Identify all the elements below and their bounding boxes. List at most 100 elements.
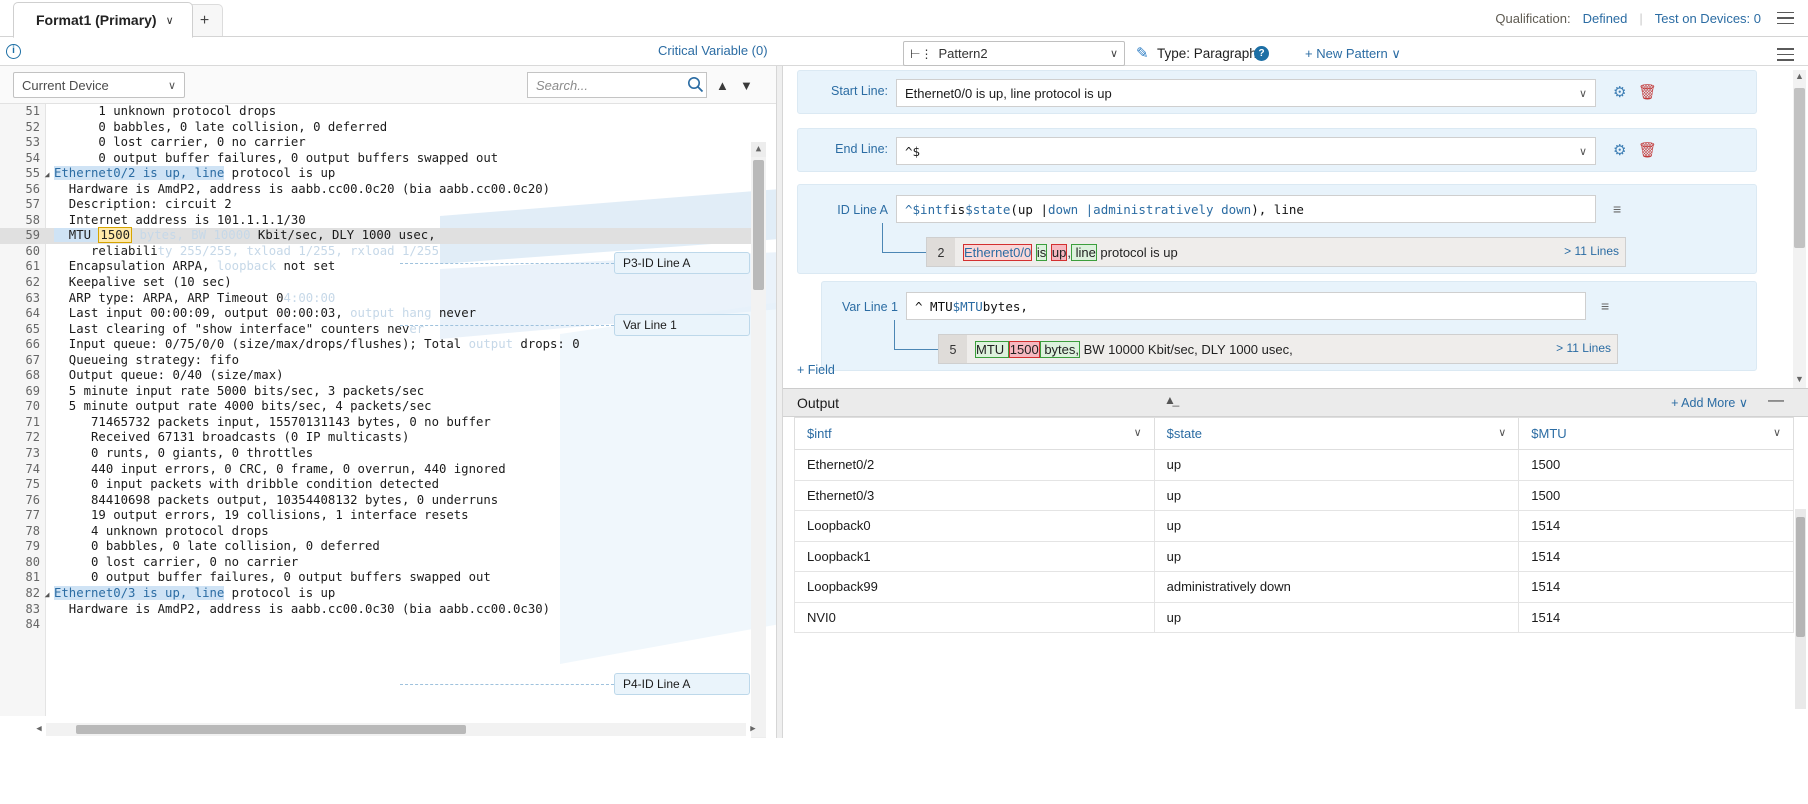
code-vertical-scrollbar[interactable]: ▲ ▼ (751, 142, 766, 738)
code-line[interactable]: 76 84410698 packets output, 10354408132 … (0, 493, 752, 509)
chevron-down-icon[interactable]: ∨ (1772, 427, 1781, 439)
code-line[interactable]: 81 0 output buffer failures, 0 output bu… (0, 570, 752, 586)
id-line-a-regex-input[interactable]: ^$intf is $state(up |down |administrativ… (896, 195, 1596, 223)
code-line[interactable]: 57 Description: circuit 2 (0, 197, 752, 213)
column-header-mtu[interactable]: $MTU ∨ (1518, 417, 1794, 450)
code-line[interactable]: 79 0 babbles, 0 late collision, 0 deferr… (0, 539, 752, 555)
chevron-down-icon[interactable]: ∨ (1578, 87, 1587, 100)
callout-chip-var-line-1[interactable]: Var Line 1 (614, 314, 750, 336)
pattern-vertical-scrollbar[interactable]: ▲ ▼ (1793, 70, 1806, 388)
end-line-input[interactable]: ^$ ∨ (896, 137, 1596, 165)
code-line[interactable]: 53 0 lost carrier, 0 no carrier (0, 135, 752, 151)
code-line[interactable]: 58 Internet address is 101.1.1.1/30 (0, 213, 752, 229)
cell-state[interactable]: administratively down (1153, 571, 1520, 603)
id-line-a-match-row[interactable]: 2 Ethernet0/0 is up, line protocol is up… (926, 237, 1626, 267)
code-line[interactable]: 52 0 babbles, 0 late collision, 0 deferr… (0, 120, 752, 136)
cell-intf[interactable]: Ethernet0/2 (794, 449, 1155, 481)
search-prev-button[interactable]: ▲ (716, 78, 729, 93)
pattern-select[interactable]: ⊢⋮ Pattern2 ∨ (903, 41, 1125, 66)
cell-intf[interactable]: Loopback99 (794, 571, 1155, 603)
cell-state[interactable]: up (1153, 479, 1520, 511)
code-line[interactable]: 69 5 minute input rate 5000 bits/sec, 3 … (0, 384, 752, 400)
code-line[interactable]: 83 Hardware is AmdP2, address is aabb.cc… (0, 602, 752, 618)
callout-chip-p4-id-line-a[interactable]: P4-ID Line A (614, 673, 750, 695)
code-line[interactable]: 73 0 runts, 0 giants, 0 throttles (0, 446, 752, 462)
cell-mtu[interactable]: 1514 (1518, 571, 1794, 603)
code-line[interactable]: 62 Keepalive set (10 sec) (0, 275, 752, 291)
var-line-1-match-row[interactable]: 5 MTU 1500 bytes, BW 10000 Kbit/sec, DLY… (938, 334, 1618, 364)
code-line[interactable]: 54 0 output buffer failures, 0 output bu… (0, 151, 752, 167)
trash-icon[interactable]: 🗑 (1638, 142, 1658, 159)
scroll-thumb[interactable] (1794, 88, 1805, 248)
pencil-icon[interactable]: ✎ (1136, 45, 1149, 62)
code-line[interactable]: 71 71465732 packets input, 15570131143 b… (0, 415, 752, 431)
code-line[interactable]: 64 Last input 00:00:09, output 00:00:03,… (0, 306, 752, 322)
callout-chip-p3-id-line-a[interactable]: P3-ID Line A (614, 252, 750, 274)
scroll-down-arrow[interactable]: ▼ (1795, 374, 1804, 384)
code-line[interactable]: 56 Hardware is AmdP2, address is aabb.cc… (0, 182, 752, 198)
code-horizontal-scrollbar[interactable] (46, 723, 746, 736)
code-line[interactable]: 80 0 lost carrier, 0 no carrier (0, 555, 752, 571)
cell-mtu[interactable]: 1514 (1518, 601, 1794, 633)
code-line[interactable]: 74 440 input errors, 0 CRC, 0 frame, 0 o… (0, 462, 752, 478)
code-line[interactable]: 65 Last clearing of "show interface" cou… (0, 322, 752, 338)
add-field-button[interactable]: + Field (797, 363, 835, 377)
var-line-1-lines-button[interactable]: > 11 Lines (1556, 341, 1611, 355)
cell-mtu[interactable]: 1514 (1518, 540, 1794, 572)
list-icon[interactable]: ≡ (1601, 298, 1610, 314)
cell-state[interactable]: up (1153, 601, 1520, 633)
test-on-devices-link[interactable]: Test on Devices: 0 (1654, 10, 1761, 26)
code-line[interactable]: 51 1 unknown protocol drops (0, 104, 752, 120)
trash-icon[interactable]: 🗑 (1638, 84, 1658, 101)
code-line[interactable]: 55◢Ethernet0/2 is up, line protocol is u… (0, 166, 752, 182)
chevron-down-icon[interactable]: ∨ (1578, 145, 1587, 158)
column-header-intf[interactable]: $intf ∨ (794, 417, 1155, 450)
start-line-input[interactable]: Ethernet0/0 is up, line protocol is up ∨ (896, 79, 1596, 107)
scroll-thumb[interactable] (1796, 517, 1805, 637)
code-line[interactable]: 77 19 output errors, 19 collisions, 1 in… (0, 508, 752, 524)
pane-divider[interactable] (776, 66, 783, 738)
fold-toggle-icon[interactable]: ◢ (44, 589, 50, 599)
cell-state[interactable]: up (1153, 540, 1520, 572)
code-line[interactable]: 61 Encapsulation ARPA, loopback not set (0, 259, 752, 275)
cell-intf[interactable]: NVI0 (794, 601, 1155, 633)
search-input[interactable]: Search... (527, 72, 707, 98)
tab-format1-primary[interactable]: Format1 (Primary) ∨ (13, 2, 193, 38)
code-line[interactable]: 82◢Ethernet0/3 is up, line protocol is u… (0, 585, 752, 602)
collapse-icon[interactable]: ▲̲ (1164, 393, 1176, 407)
critical-variable-link[interactable]: Critical Variable (0) (658, 43, 768, 58)
cell-state[interactable]: up (1153, 449, 1520, 481)
device-select[interactable]: Current Device ∨ (13, 72, 185, 98)
scroll-up-arrow[interactable]: ▲ (751, 142, 766, 157)
search-icon[interactable] (687, 76, 704, 93)
minimize-button[interactable]: — (1768, 392, 1784, 409)
fold-toggle-icon[interactable]: ◢ (44, 170, 50, 180)
new-pattern-button[interactable]: + New Pattern ∨ (1305, 46, 1401, 61)
code-line[interactable]: 59 MTU 1500 bytes, BW 10000 Kbit/sec, DL… (0, 227, 752, 244)
code-line[interactable]: 75 0 input packets with dribble conditio… (0, 477, 752, 493)
cell-intf[interactable]: Loopback0 (794, 510, 1155, 542)
gear-icon[interactable]: ⚙ (1613, 142, 1627, 159)
code-line[interactable]: 63 ARP type: ARPA, ARP Timeout 04:00:00 (0, 291, 752, 307)
code-line[interactable]: 84 (0, 617, 752, 633)
chevron-down-icon[interactable]: ∨ (165, 14, 174, 27)
cell-mtu[interactable]: 1514 (1518, 510, 1794, 542)
search-next-button[interactable]: ▼ (740, 78, 753, 93)
cell-intf[interactable]: Ethernet0/3 (794, 479, 1155, 511)
code-line[interactable]: 70 5 minute output rate 4000 bits/sec, 4… (0, 399, 752, 415)
hscroll-right-arrow[interactable]: ▶ (750, 724, 756, 734)
hscroll-left-arrow[interactable]: ◀ (36, 724, 42, 734)
code-line[interactable]: 78 4 unknown protocol drops (0, 524, 752, 540)
column-header-state[interactable]: $state ∨ (1153, 417, 1520, 450)
list-icon[interactable]: ≡ (1613, 201, 1622, 217)
gear-icon[interactable]: ⚙ (1613, 84, 1627, 101)
chevron-down-icon[interactable]: ∨ (1498, 427, 1507, 439)
add-more-button[interactable]: + Add More ∨ (1671, 396, 1748, 410)
var-line-1-regex-input[interactable]: ^ MTU $MTU bytes, (906, 292, 1586, 320)
